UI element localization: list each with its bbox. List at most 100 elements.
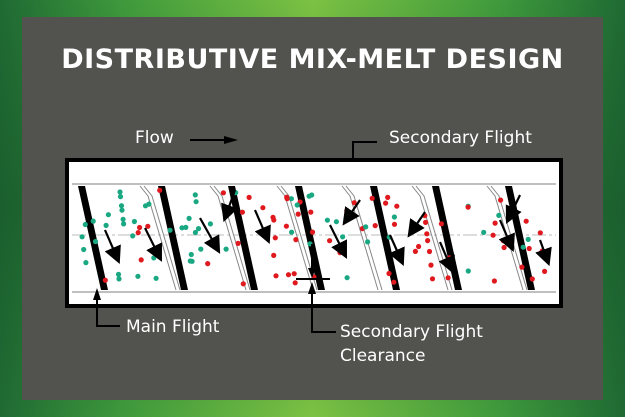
flow-arrow-icon bbox=[221, 189, 238, 223]
particle-red bbox=[351, 200, 357, 206]
flow-arrow-icon bbox=[388, 234, 405, 267]
flow-arrow-icon bbox=[438, 241, 455, 275]
particle-red bbox=[369, 195, 375, 201]
particle-red bbox=[424, 231, 430, 237]
particle-green bbox=[135, 273, 141, 279]
main-flight bbox=[158, 186, 188, 290]
particle-green bbox=[120, 216, 126, 222]
particle-red bbox=[542, 268, 548, 274]
flow-arrow-icon bbox=[190, 136, 238, 144]
main-flight-callout-icon bbox=[93, 288, 120, 327]
particle-green bbox=[183, 224, 189, 230]
particle-green bbox=[192, 229, 198, 236]
secondary-flight-label: Secondary Flight bbox=[389, 128, 532, 148]
flow-arrow-icon bbox=[103, 229, 121, 265]
particle-red bbox=[205, 261, 211, 267]
secondary-flight-clearance-label-line2: Clearance bbox=[340, 346, 426, 366]
particle-red bbox=[137, 224, 143, 231]
flow-arrow-icon bbox=[407, 211, 426, 238]
particle-red bbox=[283, 223, 289, 229]
particle-red bbox=[386, 270, 392, 277]
particle-green bbox=[90, 218, 96, 224]
particle-red bbox=[102, 277, 108, 283]
flow-arrow-icon bbox=[498, 219, 515, 253]
particle-green bbox=[187, 258, 193, 264]
particle-green bbox=[195, 226, 202, 232]
particle-green bbox=[324, 217, 330, 223]
particle-green bbox=[115, 271, 122, 277]
particle-green bbox=[146, 201, 152, 207]
particle-green bbox=[223, 246, 229, 252]
particle-red bbox=[309, 229, 316, 235]
particle-green bbox=[179, 225, 185, 231]
particle-red bbox=[272, 235, 278, 241]
particle-green bbox=[520, 244, 526, 250]
particle-green bbox=[192, 192, 198, 198]
particle-green bbox=[340, 234, 346, 240]
particle-green bbox=[365, 239, 371, 245]
particle-red bbox=[239, 209, 245, 215]
particle-red bbox=[438, 221, 444, 227]
particle-red bbox=[425, 238, 431, 244]
particle-green bbox=[391, 214, 397, 220]
particle-green bbox=[117, 194, 124, 200]
particle-red bbox=[523, 218, 529, 224]
particle-green bbox=[116, 276, 122, 282]
particle-green bbox=[207, 221, 213, 227]
particle-green bbox=[294, 202, 300, 208]
particle-green bbox=[289, 229, 295, 235]
particle-red bbox=[490, 232, 496, 238]
particle-red bbox=[157, 187, 163, 193]
particle-green bbox=[130, 233, 136, 239]
particle-green bbox=[481, 229, 487, 235]
secondary-flight bbox=[143, 185, 181, 291]
particle-red bbox=[412, 248, 418, 254]
particle-red bbox=[391, 279, 397, 285]
flow-arrow-icon bbox=[253, 209, 271, 245]
particle-red bbox=[240, 281, 246, 287]
particle-green bbox=[193, 199, 199, 205]
secondary-flight bbox=[345, 185, 383, 291]
particle-red bbox=[135, 230, 141, 236]
clearance-callout-icon bbox=[296, 244, 336, 333]
particle-green bbox=[306, 193, 312, 199]
particle-red bbox=[138, 257, 144, 263]
particle-green bbox=[119, 207, 125, 213]
flow-arrow-icon bbox=[199, 217, 221, 254]
flow-arrow-icon bbox=[535, 239, 552, 267]
particle-red bbox=[465, 204, 471, 210]
particle-red bbox=[501, 244, 507, 251]
particle-red bbox=[426, 248, 433, 255]
secondary-flight bbox=[411, 185, 449, 291]
particle-red bbox=[519, 264, 525, 270]
particle-green bbox=[496, 212, 502, 218]
particle-green bbox=[344, 275, 350, 281]
particle-red bbox=[273, 273, 279, 279]
particle-green bbox=[131, 218, 137, 225]
particle-red bbox=[145, 223, 151, 229]
particle-red bbox=[344, 208, 350, 214]
particle-red bbox=[291, 271, 297, 277]
particle-red bbox=[284, 194, 290, 200]
particle-green bbox=[118, 203, 125, 209]
particle-red bbox=[394, 203, 400, 209]
particle-red bbox=[492, 220, 498, 226]
particle-red bbox=[220, 190, 226, 196]
page-title: DISTRIBUTIVE MIX-MELT DESIGN bbox=[61, 44, 564, 75]
particle-red bbox=[416, 243, 422, 250]
particle-red bbox=[423, 219, 429, 225]
particle-green bbox=[153, 275, 159, 281]
particle-green bbox=[167, 227, 173, 233]
screw-channel bbox=[78, 185, 552, 291]
flow-arrow-icon bbox=[329, 224, 347, 259]
particle-red bbox=[500, 238, 506, 244]
particle-green bbox=[82, 221, 88, 228]
particle-red bbox=[235, 240, 241, 246]
particle-red bbox=[372, 223, 378, 229]
particle-red bbox=[383, 200, 389, 206]
particle-green bbox=[105, 212, 111, 218]
particle-red bbox=[327, 238, 333, 244]
main-flight-label: Main Flight bbox=[126, 317, 220, 337]
particle-red bbox=[260, 205, 266, 211]
